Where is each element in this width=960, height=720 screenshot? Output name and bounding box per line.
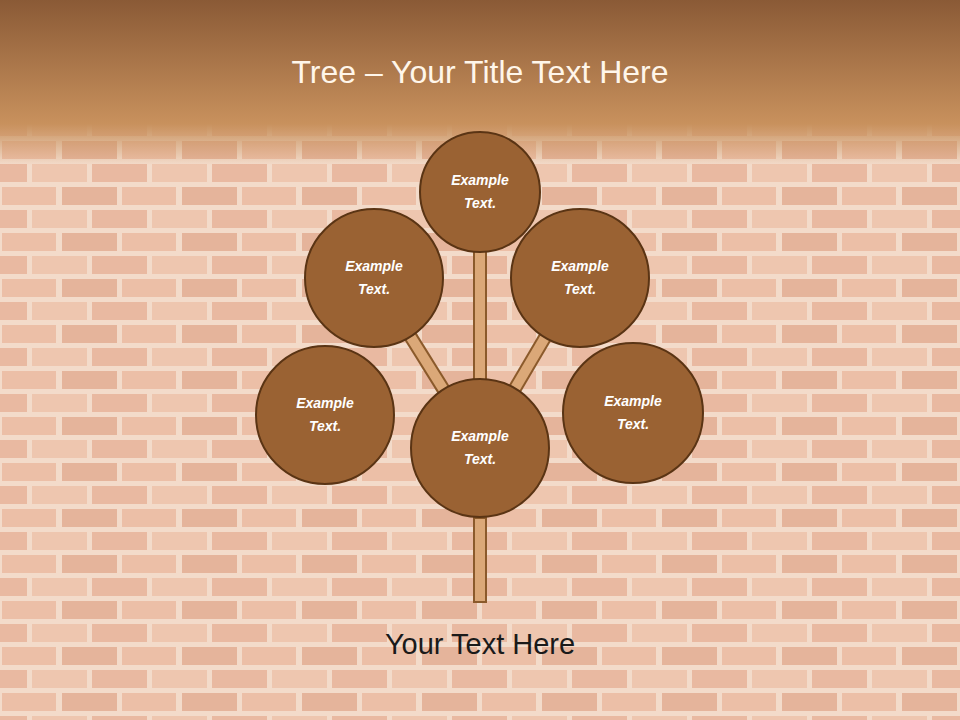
- node-text: Example Text.: [444, 169, 516, 215]
- tree-circle: Example Text.: [255, 345, 395, 485]
- circle-body: Example Text.: [444, 169, 516, 215]
- branch-fill: [515, 337, 545, 388]
- circle-body: Example Text.: [544, 255, 616, 301]
- branch-outline: [473, 252, 487, 379]
- tree-branch: [411, 337, 444, 390]
- circle-outline: [255, 345, 395, 485]
- circle-outline: [304, 208, 444, 348]
- circle-body: Example Text.: [444, 425, 516, 471]
- tree-circle: Example Text.: [304, 208, 444, 348]
- tree-circle: Example Text.: [419, 131, 541, 253]
- tree-branch: [480, 252, 481, 379]
- slide-title: Tree – Your Title Text Here: [0, 50, 960, 94]
- tree-circle: Example Text.: [410, 378, 550, 518]
- node-text: Example Text.: [338, 255, 410, 301]
- circle-body: Example Text.: [597, 390, 669, 436]
- caption-text: Your Text Here: [0, 624, 960, 664]
- node-text: Example Text.: [444, 425, 516, 471]
- node-text: Example Text.: [289, 392, 361, 438]
- branch-fill: [475, 252, 485, 379]
- circle-outline: [410, 378, 550, 518]
- branch-fill: [411, 337, 444, 390]
- tree-circle: Example Text.: [562, 342, 704, 484]
- node-text: Example Text.: [597, 390, 669, 436]
- circle-outline: [562, 342, 704, 484]
- circle-outline: [510, 208, 650, 348]
- tree-circle: Example Text.: [510, 208, 650, 348]
- circle-outline: [419, 131, 541, 253]
- tree-branch: [515, 337, 545, 388]
- node-text: Example Text.: [544, 255, 616, 301]
- circle-body: Example Text.: [338, 255, 410, 301]
- tree-trunk: [474, 518, 486, 602]
- branch-outline: [515, 337, 545, 388]
- branch-outline: [411, 337, 444, 390]
- circle-body: Example Text.: [289, 392, 361, 438]
